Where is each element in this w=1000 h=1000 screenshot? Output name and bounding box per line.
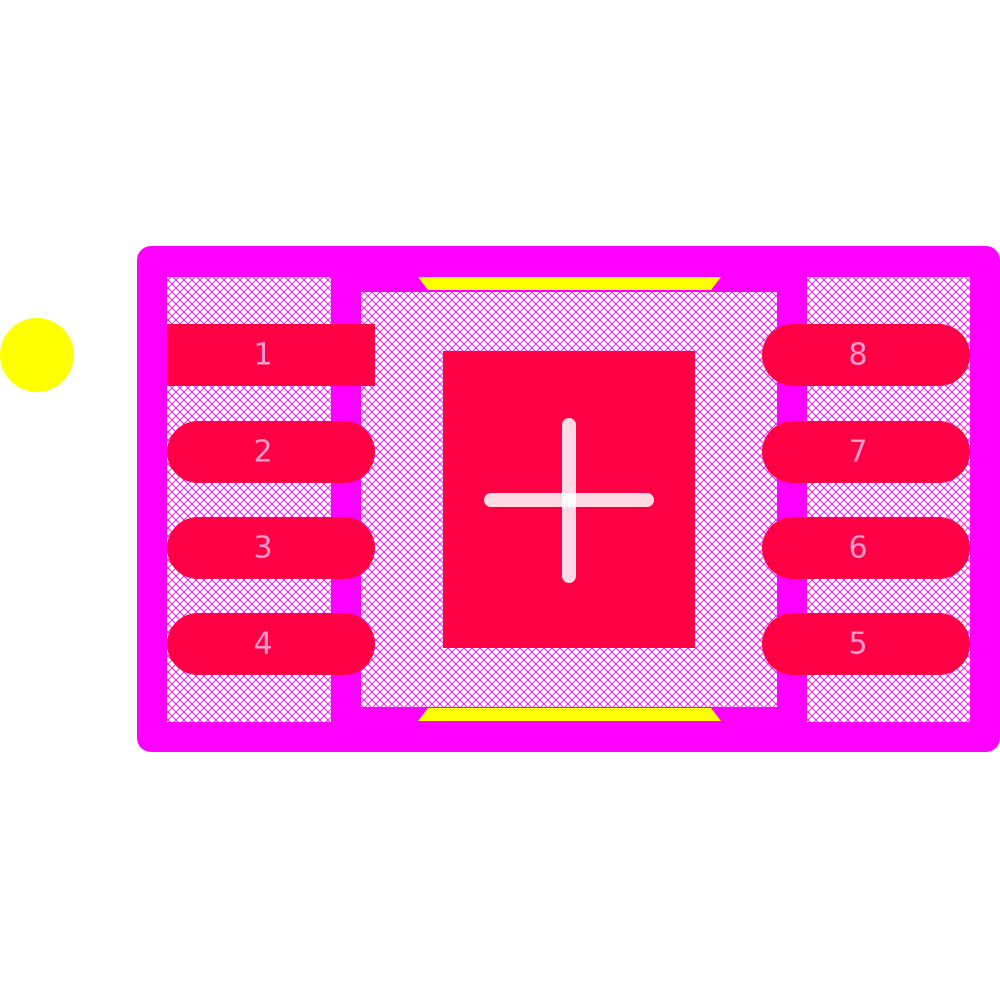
pin-pad-shape <box>762 324 970 386</box>
pin-number-label: 3 <box>253 531 272 566</box>
pin-number-label: 2 <box>253 435 272 470</box>
pin-pad-shape <box>167 324 375 386</box>
pin-pad-7: 7 <box>762 421 970 483</box>
silkscreen-bottom-mark <box>418 708 721 721</box>
pin-number-label: 8 <box>848 338 867 373</box>
pin-number-label: 6 <box>848 531 867 566</box>
pin1-indicator-dot <box>0 318 74 392</box>
pin-pad-5: 5 <box>762 613 970 675</box>
pin-pad-2: 2 <box>167 421 375 483</box>
pin-pad-shape <box>167 421 375 483</box>
pin-number-label: 4 <box>253 627 272 662</box>
pin-pad-shape <box>167 613 375 675</box>
silkscreen-top-mark <box>418 277 721 290</box>
pins-group: 1 2 3 4 5 6 7 8 <box>167 324 970 675</box>
pin-number-label: 5 <box>848 627 867 662</box>
pin-pad-6: 6 <box>762 517 970 579</box>
pin-pad-3: 3 <box>167 517 375 579</box>
pin-pad-shape <box>762 517 970 579</box>
pin-pad-shape <box>167 517 375 579</box>
pin-pad-shape <box>762 421 970 483</box>
cross-icon <box>484 418 654 583</box>
pin-number-label: 1 <box>253 338 272 373</box>
pin-pad-1: 1 <box>167 324 375 386</box>
pin-pad-4: 4 <box>167 613 375 675</box>
pin-number-label: 7 <box>848 435 867 470</box>
pin-pad-8: 8 <box>762 324 970 386</box>
pin-pad-shape <box>762 613 970 675</box>
